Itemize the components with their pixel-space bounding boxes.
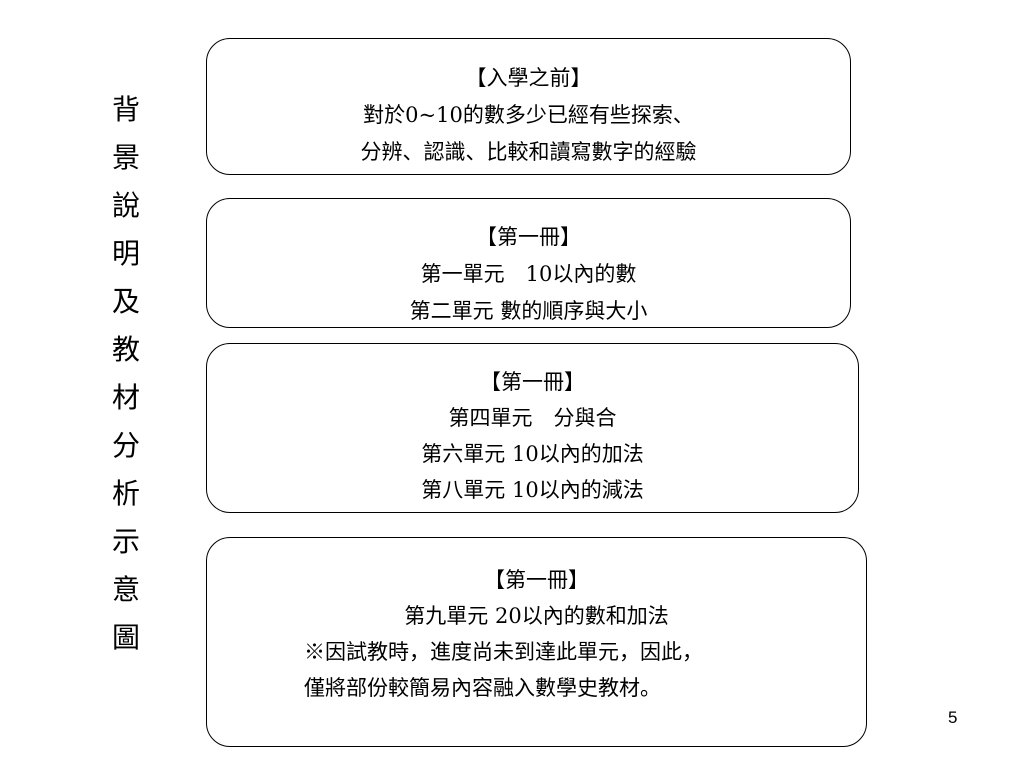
box-text-line: 對於0~10的數多少已經有些探索、 — [363, 103, 694, 127]
side-title-char: 意 — [111, 573, 140, 606]
box-volume-one-units-4-8: 【第一冊】 第四單元 分與合 第六單元 10以內的加法 第八單元 10以內的減法 — [206, 343, 859, 513]
side-title-char: 及 — [111, 285, 140, 318]
box-text-line: 第六單元 10以內的加法 — [421, 442, 644, 466]
box-text-line: 第一單元 10以內的數 — [420, 262, 637, 286]
box-heading: 【入學之前】 — [465, 66, 592, 90]
box-note-line: ※因試教時，進度尚未到達此單元，因此， — [304, 640, 703, 664]
side-title-char: 景 — [111, 141, 140, 174]
box-before-school: 【入學之前】 對於0~10的數多少已經有些探索、 分辨、認識、比較和讀寫數字的經… — [206, 38, 851, 175]
side-title-char: 背 — [111, 93, 140, 126]
box-text-line: 第四單元 分與合 — [448, 406, 617, 430]
side-title-char: 圖 — [111, 621, 140, 654]
box-text-line: 第九單元 20以內的數和加法 — [404, 604, 669, 628]
side-title: 背 景 說 明 及 教 材 分 析 示 意 圖 — [100, 86, 152, 662]
side-title-char: 明 — [111, 237, 140, 270]
side-title-char: 材 — [111, 381, 140, 414]
box-text-line: 第八單元 10以內的減法 — [421, 478, 644, 502]
box-text-line: 分辨、認識、比較和讀寫數字的經驗 — [360, 140, 697, 164]
box-heading: 【第一冊】 — [480, 370, 585, 394]
page-number: 5 — [948, 708, 958, 727]
box-volume-one-units-1-2: 【第一冊】 第一單元 10以內的數 第二單元 數的順序與大小 — [206, 198, 851, 328]
box-heading: 【第一冊】 — [476, 225, 581, 249]
side-title-char: 教 — [111, 333, 140, 366]
side-title-char: 分 — [111, 429, 140, 462]
side-title-char: 示 — [111, 525, 140, 558]
box-note-line: 僅將部份較簡易內容融入數學史教材。 — [304, 676, 661, 700]
side-title-char: 說 — [111, 189, 140, 222]
box-volume-one-unit-9: 【第一冊】 第九單元 20以內的數和加法 ※因試教時，進度尚未到達此單元，因此，… — [206, 537, 867, 747]
box-text-line: 第二單元 數的順序與大小 — [409, 299, 648, 323]
side-title-char: 析 — [111, 477, 140, 510]
box-heading: 【第一冊】 — [484, 568, 589, 592]
